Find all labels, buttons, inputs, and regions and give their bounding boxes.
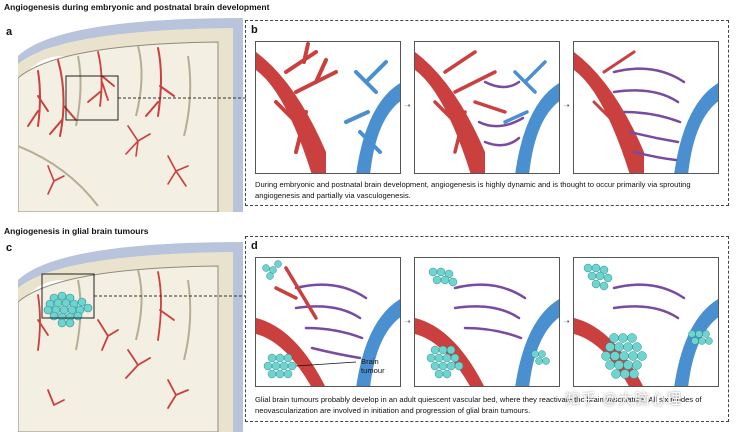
panel-letter-c: c (6, 242, 13, 254)
tumour-label-line1: Brain (361, 357, 379, 366)
panel-letter-b: b (251, 24, 258, 36)
section-title-development: Angiogenesis during embryonic and postna… (4, 2, 270, 12)
tumour-label-line2: tumour (361, 366, 385, 375)
development-stage-2-frame (414, 41, 560, 174)
panel-letter-a: a (6, 26, 13, 38)
brain-section-illustration-a (18, 16, 243, 212)
zoom-connector-cd (94, 295, 246, 297)
arrow-icon: ➝ (563, 101, 570, 110)
section-title-tumours: Angiogenesis in glial brain tumours (4, 226, 149, 236)
watermark: 知乎 @大脑心理 (565, 391, 683, 408)
tumour-label: Brain tumour (361, 357, 385, 375)
arrow-icon: ➝ (563, 317, 570, 326)
tumour-stage-3-frame (573, 257, 719, 387)
arrow-icon: ➝ (404, 317, 411, 326)
panel-d-box: d Brain tumour ➝ (245, 236, 729, 422)
brain-section-illustration-c (18, 240, 243, 432)
panel-b-box: b ➝ ➝ (245, 20, 729, 206)
caption-development: During embryonic and postnatal brain dev… (255, 180, 691, 200)
arrow-icon: ➝ (404, 101, 411, 110)
panel-letter-d: d (251, 240, 258, 252)
development-stage-1-frame (255, 41, 401, 174)
tumour-stage-2-frame (414, 257, 560, 387)
caption-tumours: Glial brain tumours probably develop in … (255, 395, 702, 415)
tumour-stage-1-frame (255, 257, 401, 387)
development-stage-3-frame (573, 41, 719, 174)
zoom-connector-ab (118, 97, 246, 99)
